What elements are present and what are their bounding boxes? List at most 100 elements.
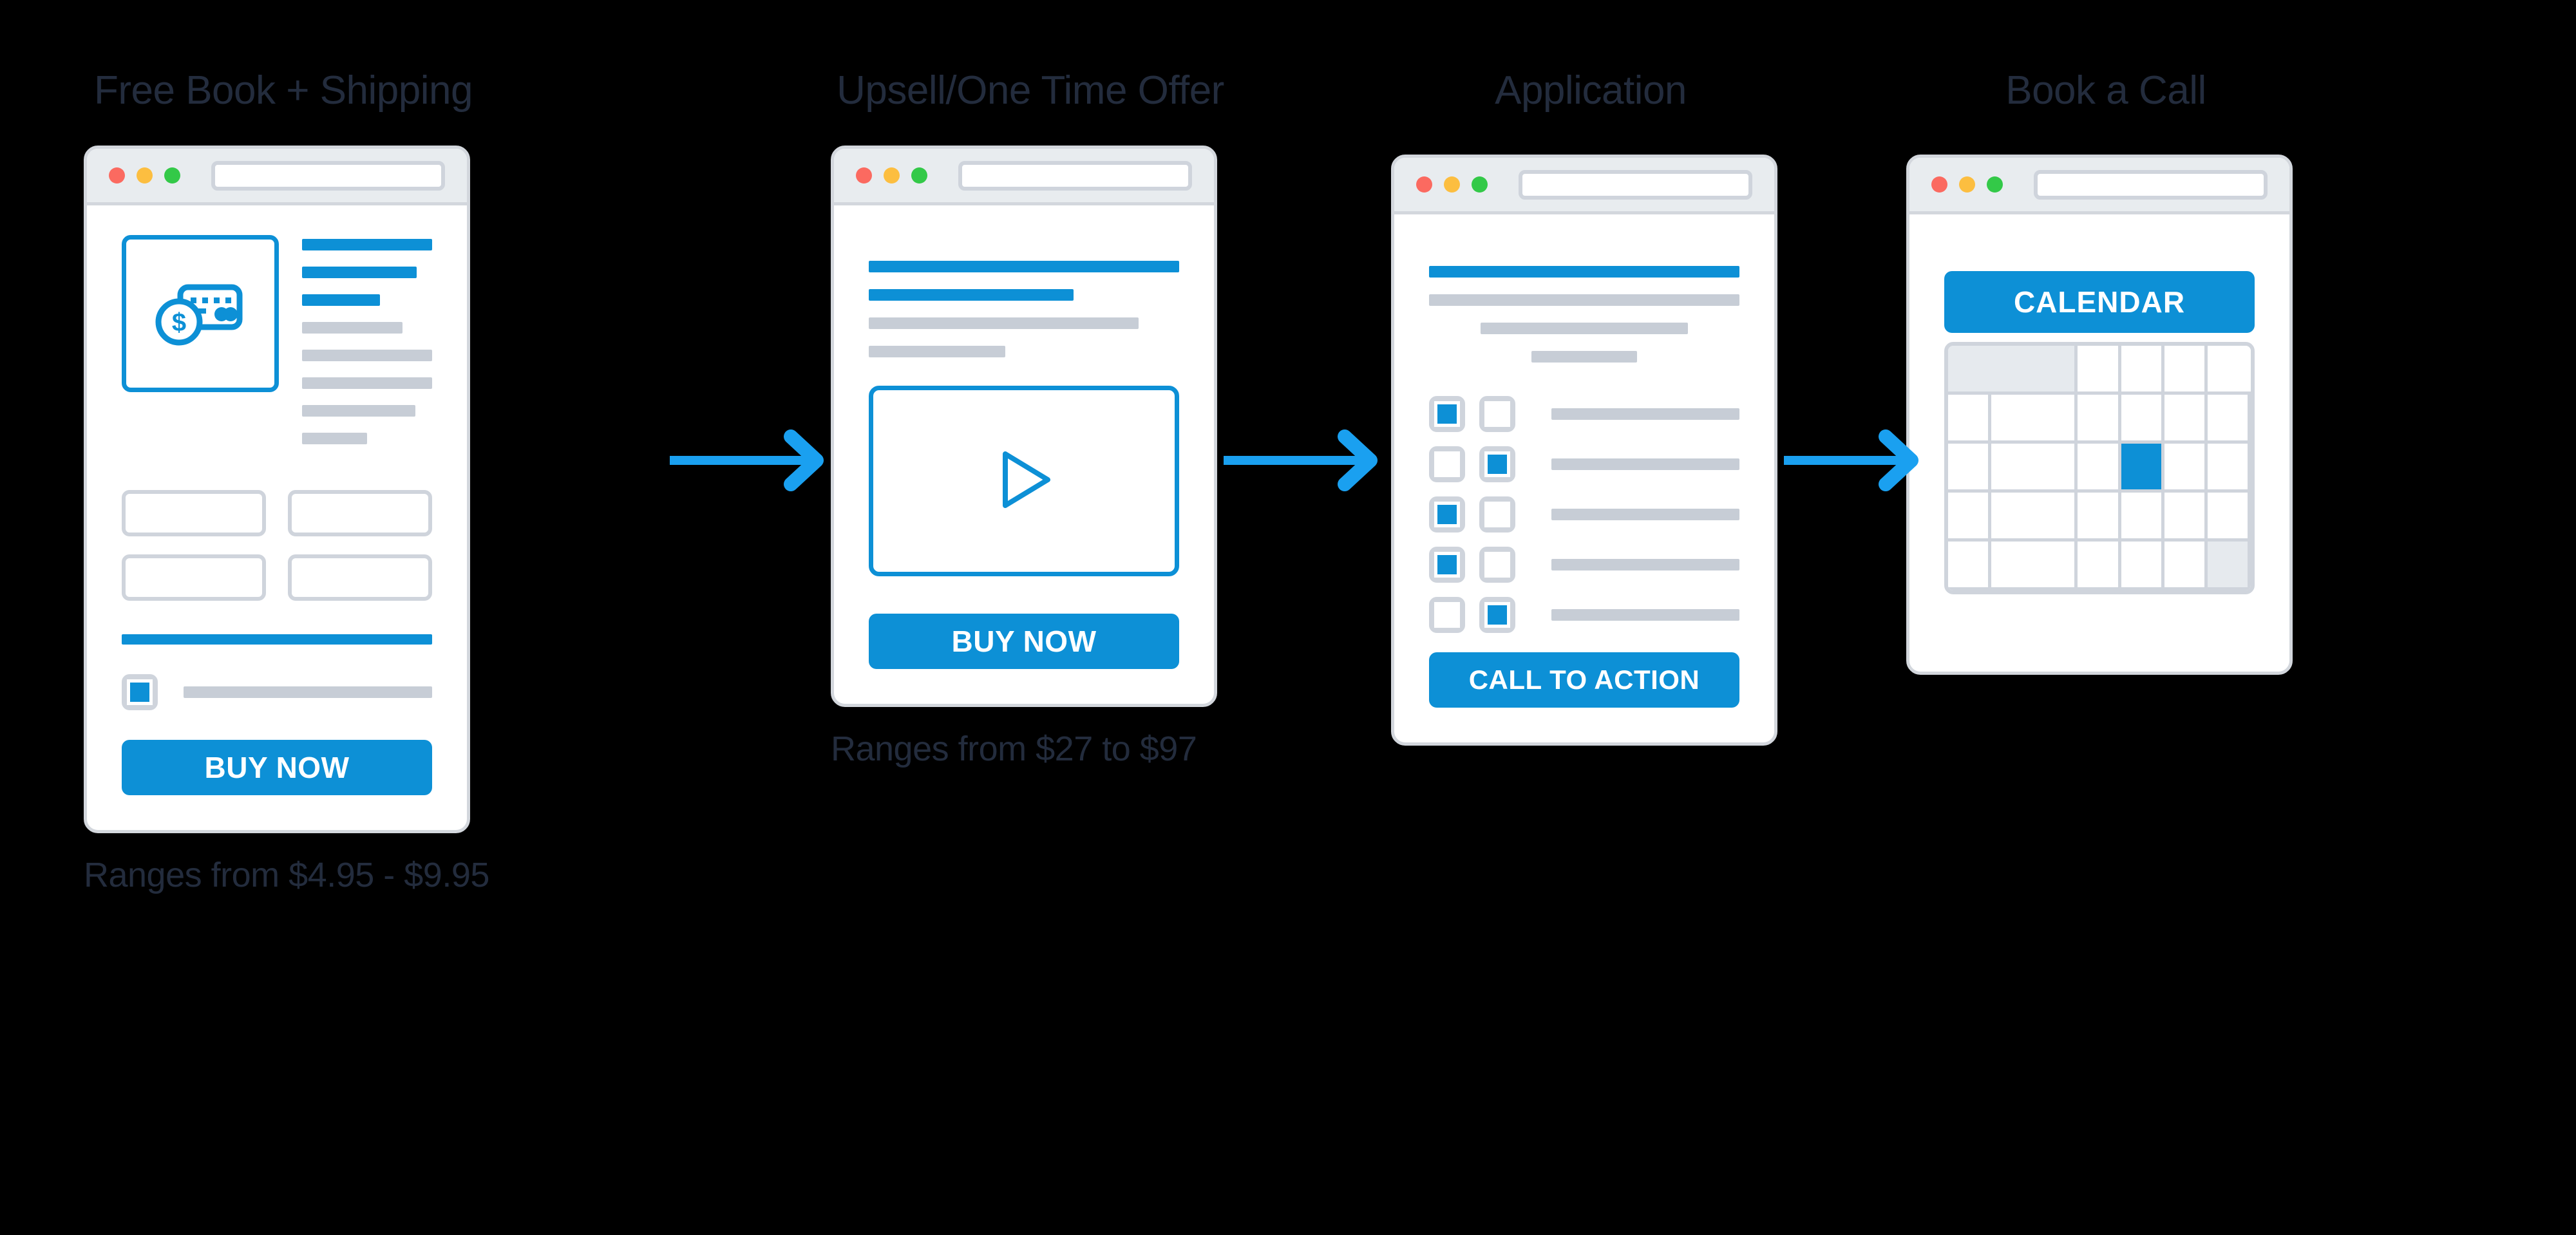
calendar-cell-muted bbox=[2207, 542, 2251, 590]
calendar-cell[interactable] bbox=[1991, 395, 2035, 444]
calendar-cell[interactable] bbox=[2034, 395, 2078, 444]
close-dot-icon[interactable] bbox=[109, 167, 125, 184]
product-hero: $ bbox=[122, 235, 432, 460]
form-input-field[interactable] bbox=[288, 490, 432, 536]
calendar-cell[interactable] bbox=[2078, 395, 2121, 444]
text-line bbox=[302, 239, 432, 250]
calendar-cell[interactable] bbox=[2034, 542, 2078, 590]
option-checkbox-right[interactable] bbox=[1479, 597, 1515, 633]
question-row bbox=[1429, 597, 1739, 633]
option-checkbox-left[interactable] bbox=[1429, 496, 1465, 533]
calendar-cell[interactable] bbox=[2121, 346, 2164, 395]
calendar-cell[interactable] bbox=[2164, 493, 2208, 542]
form-input-field[interactable] bbox=[288, 554, 432, 601]
option-checkbox-right[interactable] bbox=[1479, 496, 1515, 533]
window-controls bbox=[109, 167, 180, 184]
credit-card-dollar-icon: $ bbox=[122, 235, 279, 392]
url-bar[interactable] bbox=[1519, 169, 1752, 200]
maximize-dot-icon[interactable] bbox=[164, 167, 180, 184]
text-line bbox=[302, 377, 432, 389]
option-checkbox-left[interactable] bbox=[1429, 396, 1465, 432]
calendar-cell-muted bbox=[1948, 346, 2078, 395]
url-bar[interactable] bbox=[211, 160, 445, 191]
calendar-cell[interactable] bbox=[2164, 444, 2208, 493]
close-dot-icon[interactable] bbox=[1931, 176, 1947, 193]
calendar-cell[interactable] bbox=[1948, 444, 1992, 493]
call-to-action-button[interactable]: CALL TO ACTION bbox=[1429, 652, 1739, 708]
calendar-cell[interactable] bbox=[2164, 542, 2208, 590]
text-line bbox=[1429, 266, 1739, 278]
step-caption: Ranges from $4.95 - $9.95 bbox=[84, 856, 489, 894]
product-text-lines bbox=[302, 235, 432, 460]
text-line bbox=[869, 261, 1179, 272]
calendar-cell[interactable] bbox=[1948, 542, 1992, 590]
option-checkbox-left[interactable] bbox=[1429, 547, 1465, 583]
step-caption: Ranges from $27 to $97 bbox=[831, 730, 1197, 768]
section-divider bbox=[122, 634, 432, 645]
form-input-field[interactable] bbox=[122, 490, 266, 536]
video-player[interactable] bbox=[869, 386, 1179, 576]
browser-chrome bbox=[1909, 158, 2289, 214]
terms-label-line bbox=[184, 686, 432, 698]
text-line bbox=[302, 405, 415, 417]
calendar-cell[interactable] bbox=[1991, 493, 2035, 542]
calendar-cell-selected[interactable] bbox=[2121, 444, 2164, 493]
text-line bbox=[1531, 351, 1637, 363]
step-title: Book a Call bbox=[2005, 68, 2206, 113]
funnel-step-free-book-shipping: Free Book + Shipping bbox=[84, 68, 489, 895]
calendar-cell[interactable] bbox=[2164, 346, 2208, 395]
text-line bbox=[869, 317, 1139, 329]
option-checkbox-left[interactable] bbox=[1429, 446, 1465, 482]
calendar-grid[interactable] bbox=[1944, 342, 2255, 594]
option-checkbox-right[interactable] bbox=[1479, 547, 1515, 583]
text-line bbox=[869, 289, 1074, 301]
calendar-cell[interactable] bbox=[2207, 395, 2251, 444]
page-content: CALENDAR bbox=[1909, 214, 2289, 672]
calendar-cell[interactable] bbox=[2078, 346, 2121, 395]
step-title: Upsell/One Time Offer bbox=[837, 68, 1224, 113]
arrow-1 bbox=[670, 425, 824, 502]
close-dot-icon[interactable] bbox=[1416, 176, 1432, 193]
maximize-dot-icon[interactable] bbox=[1472, 176, 1488, 193]
minimize-dot-icon[interactable] bbox=[884, 167, 900, 184]
maximize-dot-icon[interactable] bbox=[911, 167, 927, 184]
option-checkbox-right[interactable] bbox=[1479, 446, 1515, 482]
calendar-cell[interactable] bbox=[1991, 444, 2035, 493]
offer-text-lines bbox=[869, 261, 1179, 357]
calendar-cell[interactable] bbox=[2121, 493, 2164, 542]
calendar-cell[interactable] bbox=[1948, 493, 1992, 542]
minimize-dot-icon[interactable] bbox=[1959, 176, 1975, 193]
calendar-cell[interactable] bbox=[1948, 395, 1992, 444]
maximize-dot-icon[interactable] bbox=[1987, 176, 2003, 193]
funnel-step-book-a-call: Book a Call CALENDAR bbox=[1906, 71, 2306, 675]
browser-window: CALL TO ACTION bbox=[1391, 155, 1777, 746]
buy-now-button[interactable]: BUY NOW bbox=[869, 614, 1179, 669]
url-bar[interactable] bbox=[2034, 169, 2268, 200]
calendar-cell[interactable] bbox=[2034, 493, 2078, 542]
calendar-cell[interactable] bbox=[2078, 493, 2121, 542]
calendar-cell[interactable] bbox=[1991, 542, 2035, 590]
calendar-cell[interactable] bbox=[2078, 542, 2121, 590]
calendar-cell[interactable] bbox=[2164, 395, 2208, 444]
calendar-cell[interactable] bbox=[2034, 444, 2078, 493]
calendar-cell[interactable] bbox=[2207, 493, 2251, 542]
buy-now-button[interactable]: BUY NOW bbox=[122, 740, 432, 795]
url-bar[interactable] bbox=[958, 160, 1192, 191]
option-checkbox-right[interactable] bbox=[1479, 396, 1515, 432]
calendar-cell[interactable] bbox=[2121, 395, 2164, 444]
form-input-field[interactable] bbox=[122, 554, 266, 601]
application-question-list bbox=[1429, 396, 1739, 633]
text-line bbox=[869, 346, 1006, 357]
close-dot-icon[interactable] bbox=[856, 167, 872, 184]
calendar-cell[interactable] bbox=[2078, 444, 2121, 493]
minimize-dot-icon[interactable] bbox=[1444, 176, 1460, 193]
window-controls bbox=[1416, 176, 1488, 193]
calendar-cell[interactable] bbox=[2121, 542, 2164, 590]
terms-checkbox[interactable] bbox=[122, 674, 158, 710]
option-checkbox-left[interactable] bbox=[1429, 597, 1465, 633]
step-title: Free Book + Shipping bbox=[94, 68, 473, 113]
calendar-cell[interactable] bbox=[2207, 346, 2251, 395]
minimize-dot-icon[interactable] bbox=[137, 167, 153, 184]
arrow-2 bbox=[1224, 425, 1378, 502]
calendar-cell[interactable] bbox=[2207, 444, 2251, 493]
